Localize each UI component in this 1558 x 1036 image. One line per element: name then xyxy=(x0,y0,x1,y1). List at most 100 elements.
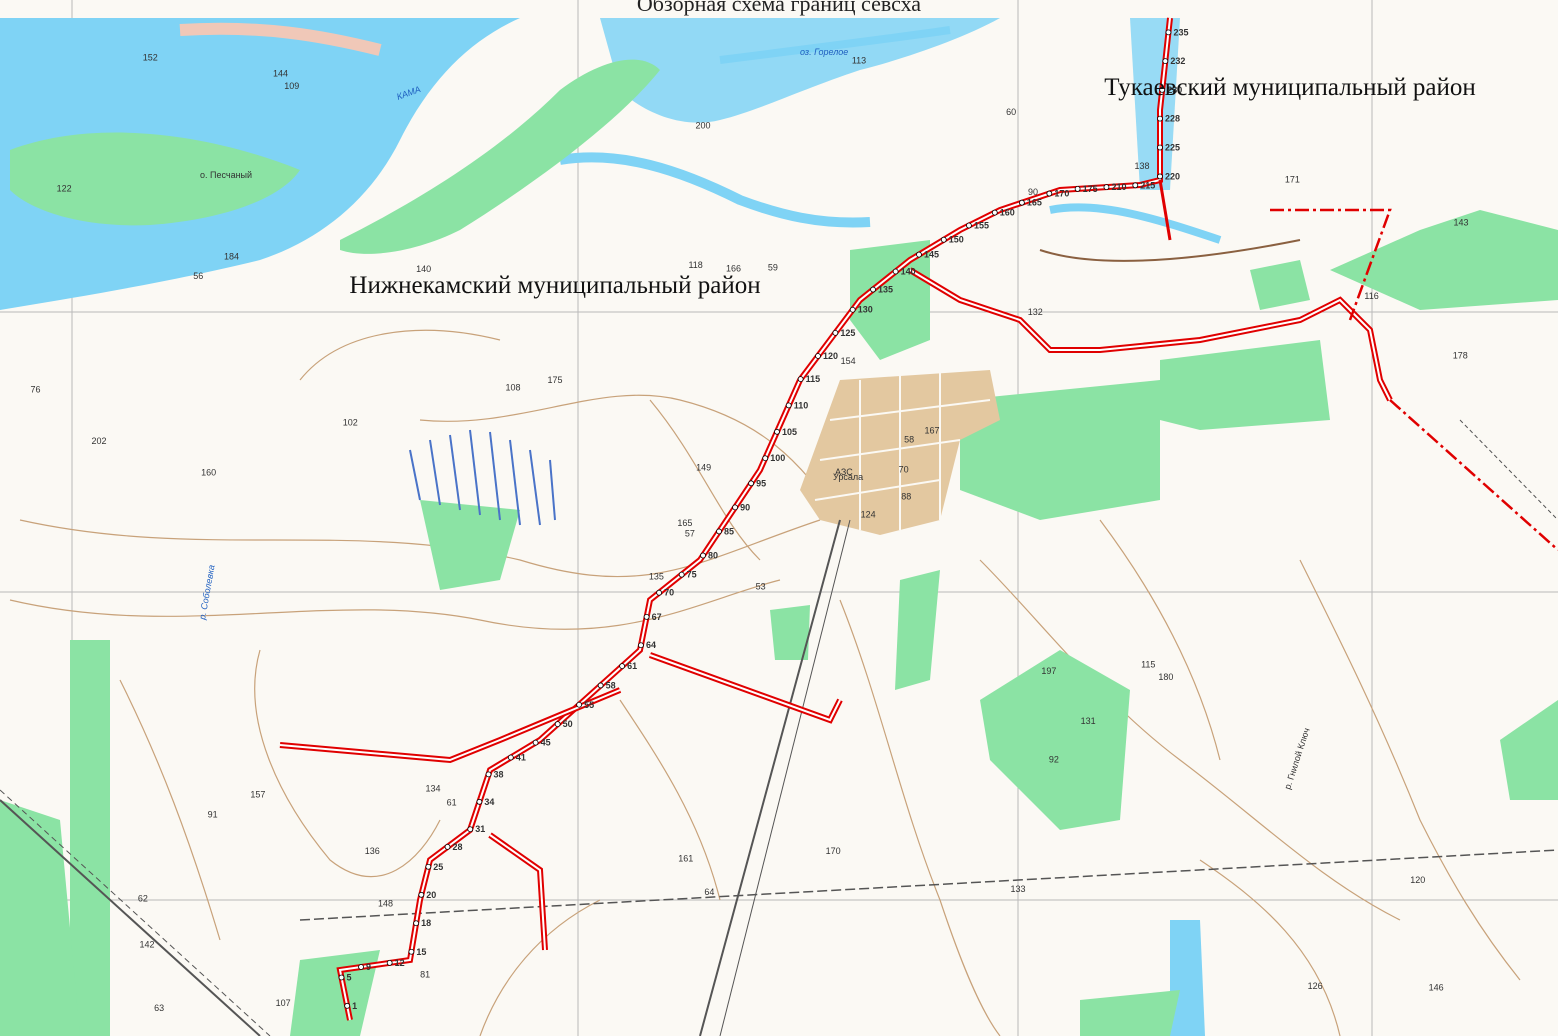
boundary-point xyxy=(1103,184,1110,190)
boundary-point-label: 85 xyxy=(724,526,734,536)
elevation-label: 120 xyxy=(1410,875,1425,885)
boundary-point xyxy=(643,613,650,620)
boundary-point xyxy=(532,739,539,746)
boundary-point xyxy=(408,948,415,955)
elevation-label: 59 xyxy=(768,262,778,272)
boundary-point xyxy=(1074,185,1081,192)
boundary-point-label: 228 xyxy=(1165,114,1180,124)
elevation-label: 124 xyxy=(861,510,876,520)
boundary-point xyxy=(832,329,839,336)
boundary-point-label: 140 xyxy=(901,266,916,276)
wetland xyxy=(409,429,556,526)
elevation-label: 160 xyxy=(201,467,216,477)
elevation-label: 108 xyxy=(505,382,520,392)
boundary-point-label: 100 xyxy=(770,453,785,463)
boundary-point-label: 67 xyxy=(652,612,662,622)
elevation-label: 146 xyxy=(1429,982,1444,992)
boundary-point-label: 34 xyxy=(484,797,494,807)
elevation-label: 102 xyxy=(343,418,358,428)
boundary-point-label: 64 xyxy=(646,640,656,650)
elevation-label: 57 xyxy=(685,528,695,538)
boundary-point-label: 1 xyxy=(352,1001,357,1011)
boundary-point-label: 95 xyxy=(756,478,766,488)
boundary-point xyxy=(916,251,922,258)
elevation-label: 171 xyxy=(1285,175,1300,185)
boundary-point xyxy=(700,552,706,559)
boundary-point-label: 45 xyxy=(541,738,551,748)
boundary-point xyxy=(991,209,998,216)
elevation-label: 88 xyxy=(901,492,911,502)
boundary-point-label: 175 xyxy=(1083,184,1098,194)
boundary-point xyxy=(467,826,474,833)
boundary-point-label: 160 xyxy=(1000,208,1015,218)
boundary-point xyxy=(815,353,821,359)
boundary-point-label: 31 xyxy=(475,824,485,834)
boundary-point xyxy=(638,642,644,649)
boundary-point xyxy=(656,589,663,596)
boundary-point-label: 9 xyxy=(366,962,371,972)
boundary-point-label: 12 xyxy=(395,958,405,968)
elevation-label: 136 xyxy=(365,846,380,856)
elevation-label: 149 xyxy=(696,463,711,473)
elevation-label: 178 xyxy=(1453,350,1468,360)
boundary-point xyxy=(386,960,393,966)
elevation-label: 53 xyxy=(756,582,766,592)
boundary-point xyxy=(1018,199,1025,206)
elevation-label: 175 xyxy=(548,375,563,385)
elevation-label: 142 xyxy=(139,940,154,950)
elevation-label: 148 xyxy=(378,898,393,908)
boundary-point xyxy=(774,428,780,435)
boundary-point xyxy=(849,306,856,313)
elevation-label: 113 xyxy=(852,56,866,66)
elevation-label: 138 xyxy=(1135,161,1150,171)
boundary-point-label: 165 xyxy=(1027,198,1042,208)
boundary-point xyxy=(1157,144,1163,151)
elevation-label: 92 xyxy=(1049,754,1059,764)
elevation-label: 166 xyxy=(726,263,741,273)
boundary-point-label: 105 xyxy=(782,427,797,437)
boundary-point-label: 155 xyxy=(974,221,989,231)
roads xyxy=(0,239,1558,1036)
elevation-label: 184 xyxy=(224,251,239,261)
boundary-point xyxy=(344,1002,351,1009)
elevation-label: 140 xyxy=(416,264,431,274)
elevation-label: 197 xyxy=(1041,666,1056,676)
boundary-point-label: 120 xyxy=(823,351,838,361)
boundary-point-label: 61 xyxy=(627,661,637,671)
contour-lines xyxy=(9,329,1521,1036)
boundary-point xyxy=(870,286,876,293)
elevation-label: 122 xyxy=(57,183,72,193)
boundary-point-label: 215 xyxy=(1140,180,1155,190)
boundary-point-label: 210 xyxy=(1111,182,1126,192)
elevation-label: 107 xyxy=(276,998,291,1008)
boundary-point-label: 220 xyxy=(1165,171,1180,181)
boundary-point xyxy=(1159,86,1166,93)
boundary-point-label: 125 xyxy=(840,328,855,338)
elevation-label: 91 xyxy=(208,809,218,819)
boundary-point xyxy=(1165,29,1172,36)
boundary-point-label: 18 xyxy=(421,918,431,928)
map-title: Обзорная схема границ севсха xyxy=(636,0,922,16)
elevation-labels: 5356576258616059901241091461601431351321… xyxy=(31,53,1469,1013)
boundary-point-label: 58 xyxy=(606,680,616,690)
elevation-label: 126 xyxy=(1308,981,1323,991)
elevation-label: 165 xyxy=(677,518,692,528)
boundary-point xyxy=(418,891,425,898)
boundary-point-label: 15 xyxy=(416,947,426,957)
elevation-label: 131 xyxy=(1081,716,1096,726)
boundary-point xyxy=(1162,58,1169,65)
boundary-point-label: 80 xyxy=(708,550,718,560)
boundary-point-label: 38 xyxy=(494,769,504,779)
elevation-label: 109 xyxy=(284,81,299,91)
district-label-nizhnekamsk: Нижнекамский муниципальный район xyxy=(349,272,761,299)
boundary-point xyxy=(716,528,722,535)
boundary-point xyxy=(554,721,561,727)
svg-text:АЗС: АЗС xyxy=(835,467,853,477)
boundary-point-label: 5 xyxy=(346,972,351,982)
elevation-label: 61 xyxy=(447,798,457,808)
boundary-point-label: 150 xyxy=(949,235,964,245)
island xyxy=(10,22,660,254)
boundary-point xyxy=(444,843,451,850)
elevation-label: 132 xyxy=(1028,307,1043,317)
